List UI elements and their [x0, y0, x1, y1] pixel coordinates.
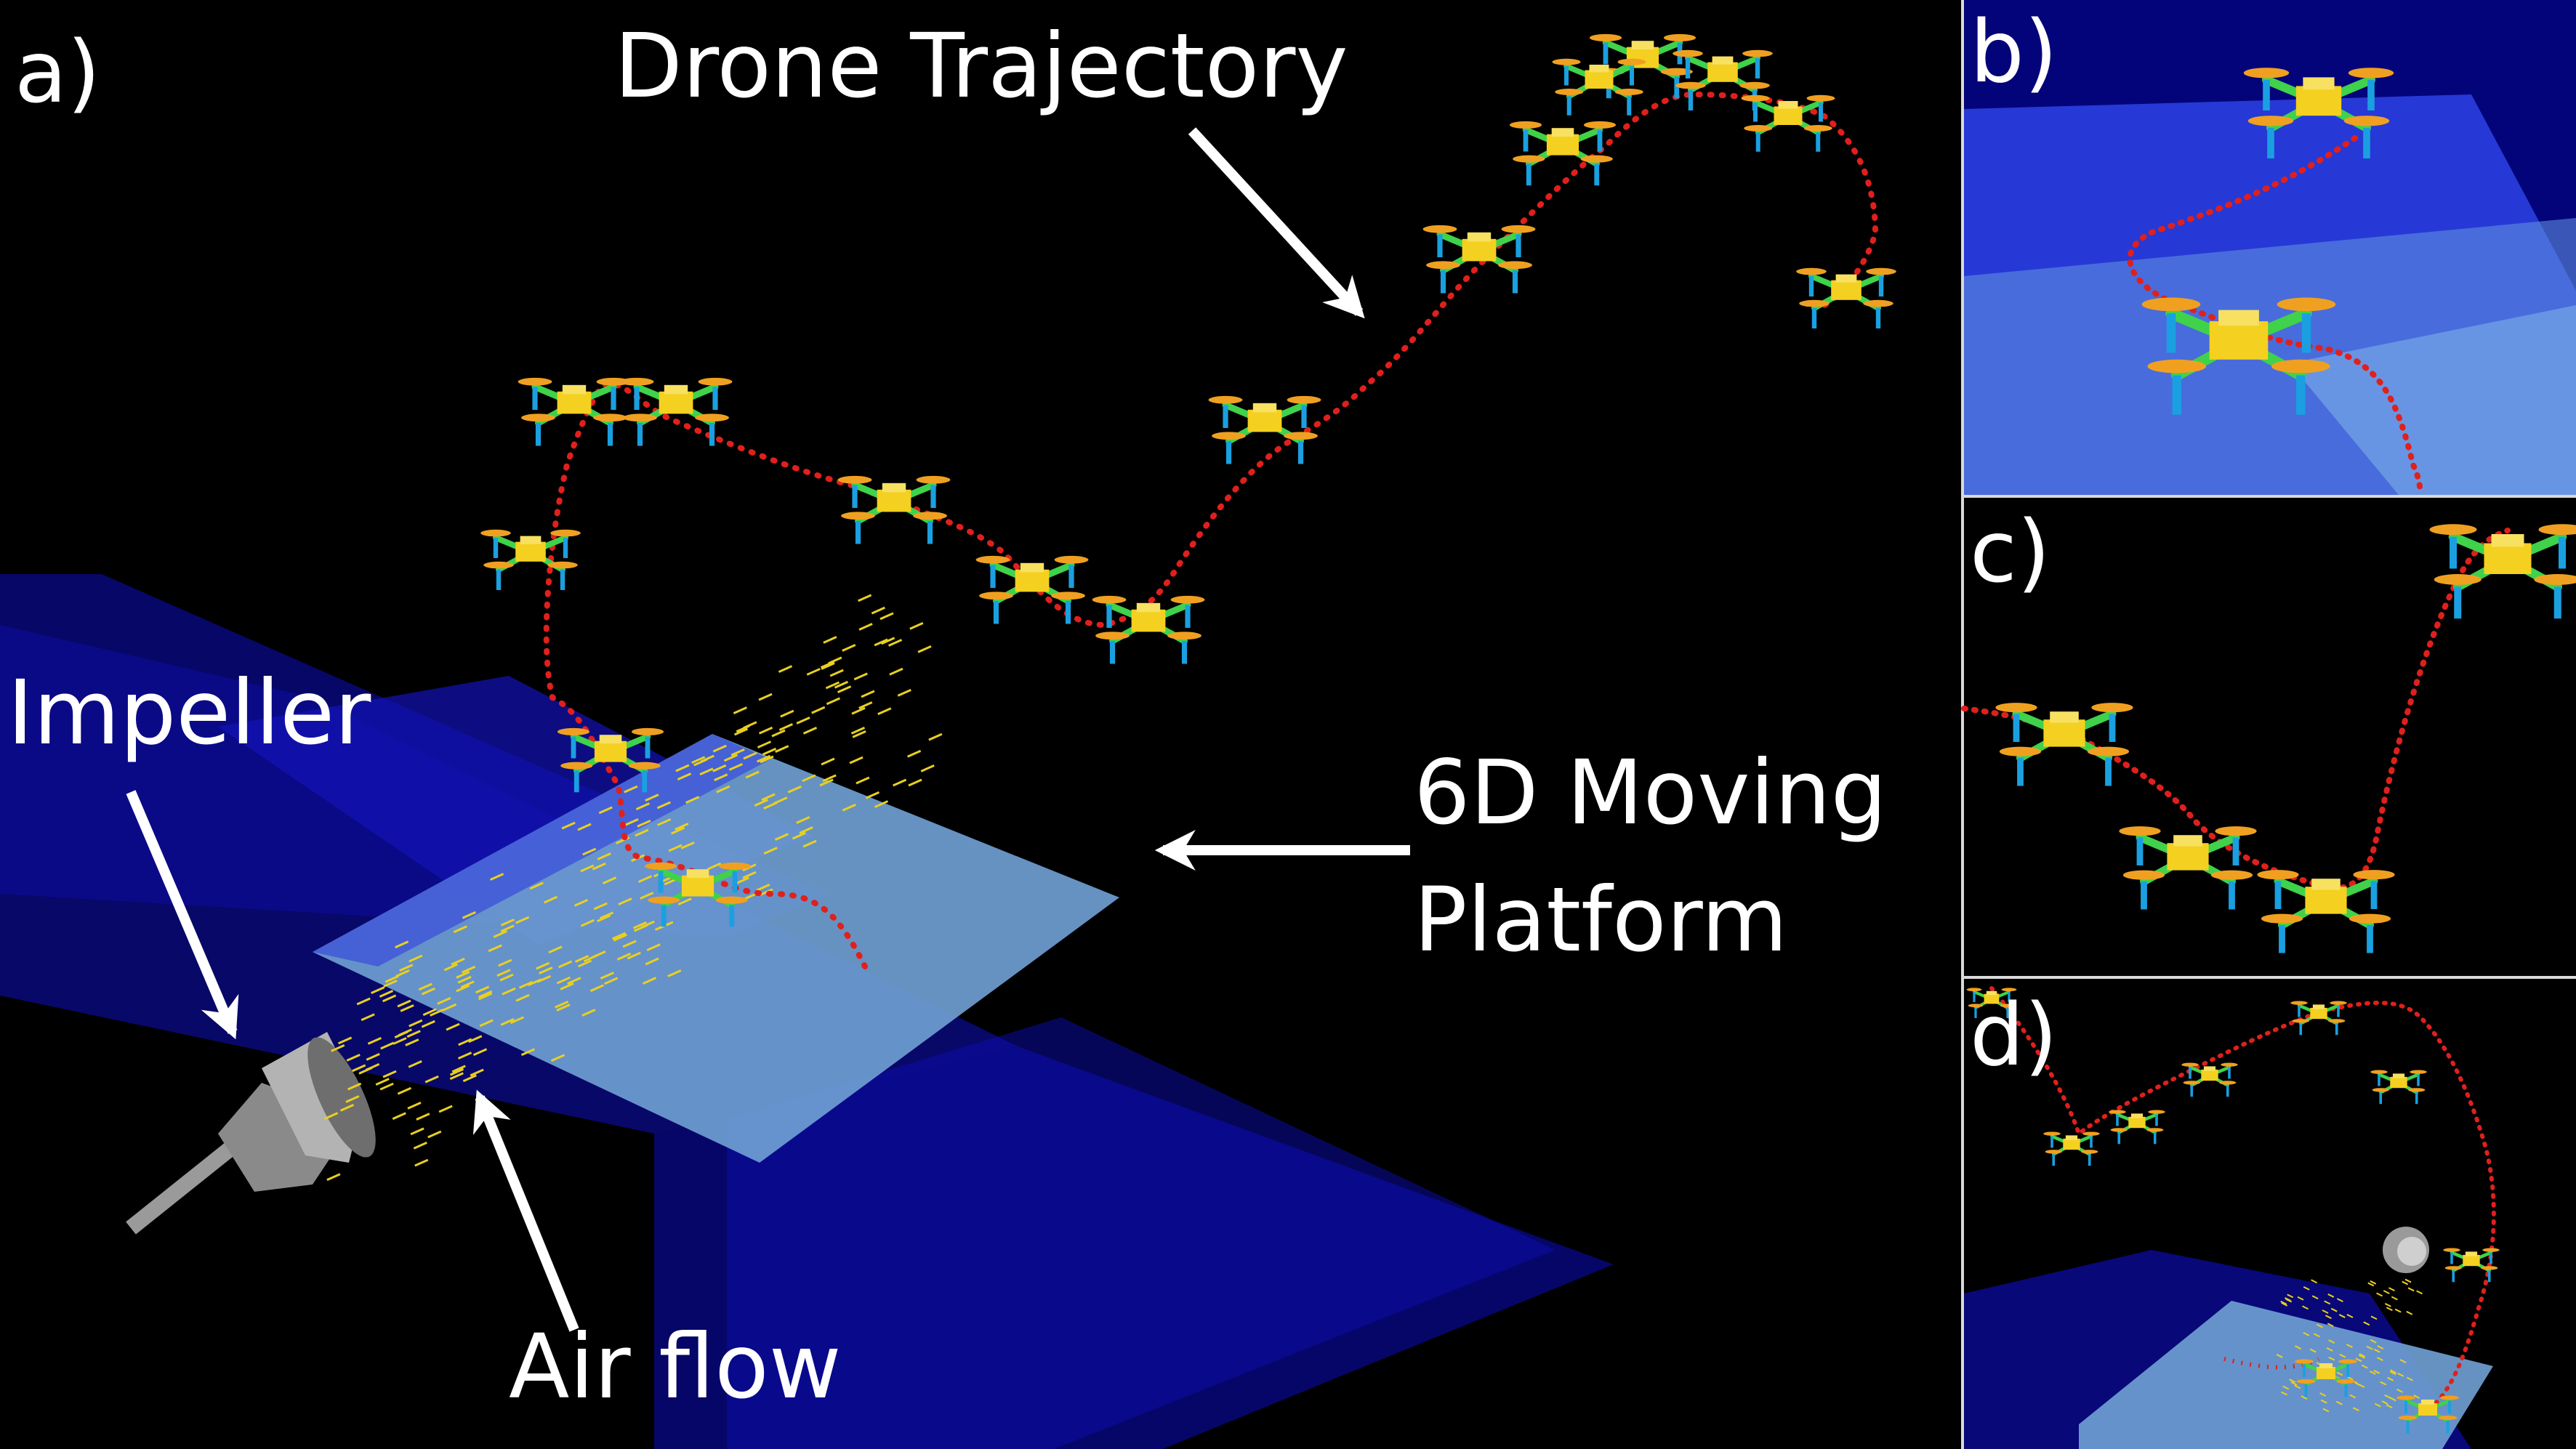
drone-icon	[2370, 1070, 2427, 1105]
drone-icon	[2290, 1001, 2347, 1036]
drone-icon	[1208, 395, 1321, 464]
drone-icon	[1796, 267, 1896, 329]
impeller-model	[126, 1032, 376, 1235]
drone-icon	[2109, 1110, 2165, 1145]
drone-icon	[1741, 94, 1835, 152]
drone-models	[480, 33, 1896, 927]
platform-label-line1: 6D Moving	[1414, 741, 1888, 844]
impeller-label: Impeller	[7, 661, 371, 764]
panel-b-drones	[2141, 68, 2394, 415]
airflow-arrow	[472, 1089, 579, 1332]
drone-icon	[2396, 1395, 2459, 1434]
drone-icon	[2181, 1062, 2238, 1097]
trajectory-arrow	[1188, 127, 1365, 319]
panel-c-drones	[1995, 524, 2576, 953]
panel-d-airflow	[2276, 1278, 2423, 1413]
drone-icon	[2243, 68, 2394, 159]
drone-icon	[2295, 1359, 2357, 1397]
panel-d-label: d)	[1970, 985, 2058, 1085]
air-flow-label: Air flow	[509, 1315, 842, 1418]
drone-icon	[480, 529, 581, 591]
moving-platform	[0, 574, 1614, 1449]
drone-icon	[2141, 297, 2336, 415]
drone-icon	[1966, 988, 2017, 1019]
drone-icon	[2257, 870, 2395, 953]
drone-icon	[2043, 1131, 2100, 1166]
drone-icon	[1552, 58, 1646, 116]
platform-label-line2: Platform	[1414, 868, 1788, 972]
drone-icon	[2429, 524, 2576, 619]
panel-d-drones	[1966, 988, 2500, 1434]
drone-icon	[2443, 1248, 2500, 1283]
drone-trajectory-label: Drone Trajectory	[614, 15, 1348, 118]
panel-a-label: a)	[15, 22, 101, 122]
drone-icon	[1422, 225, 1536, 294]
drone-icon	[557, 727, 664, 793]
drone-icon	[644, 862, 752, 927]
drone-icon	[837, 475, 951, 544]
drone-icon	[619, 377, 733, 446]
drone-icon	[1995, 703, 2133, 786]
drone-icon	[1509, 121, 1617, 186]
drone-icon	[1092, 595, 1205, 664]
panel-d-scene	[1964, 986, 2496, 1449]
airflow-particles	[324, 594, 943, 1182]
drone-icon	[975, 555, 1089, 624]
panel-b-scene	[1964, 0, 2576, 498]
impeller-arrow	[126, 790, 239, 1040]
panel-b-label: b)	[1970, 1, 2058, 102]
panel-c-label: c)	[1970, 501, 2050, 602]
drone-icon	[2119, 826, 2257, 910]
drone-icon	[518, 377, 631, 446]
